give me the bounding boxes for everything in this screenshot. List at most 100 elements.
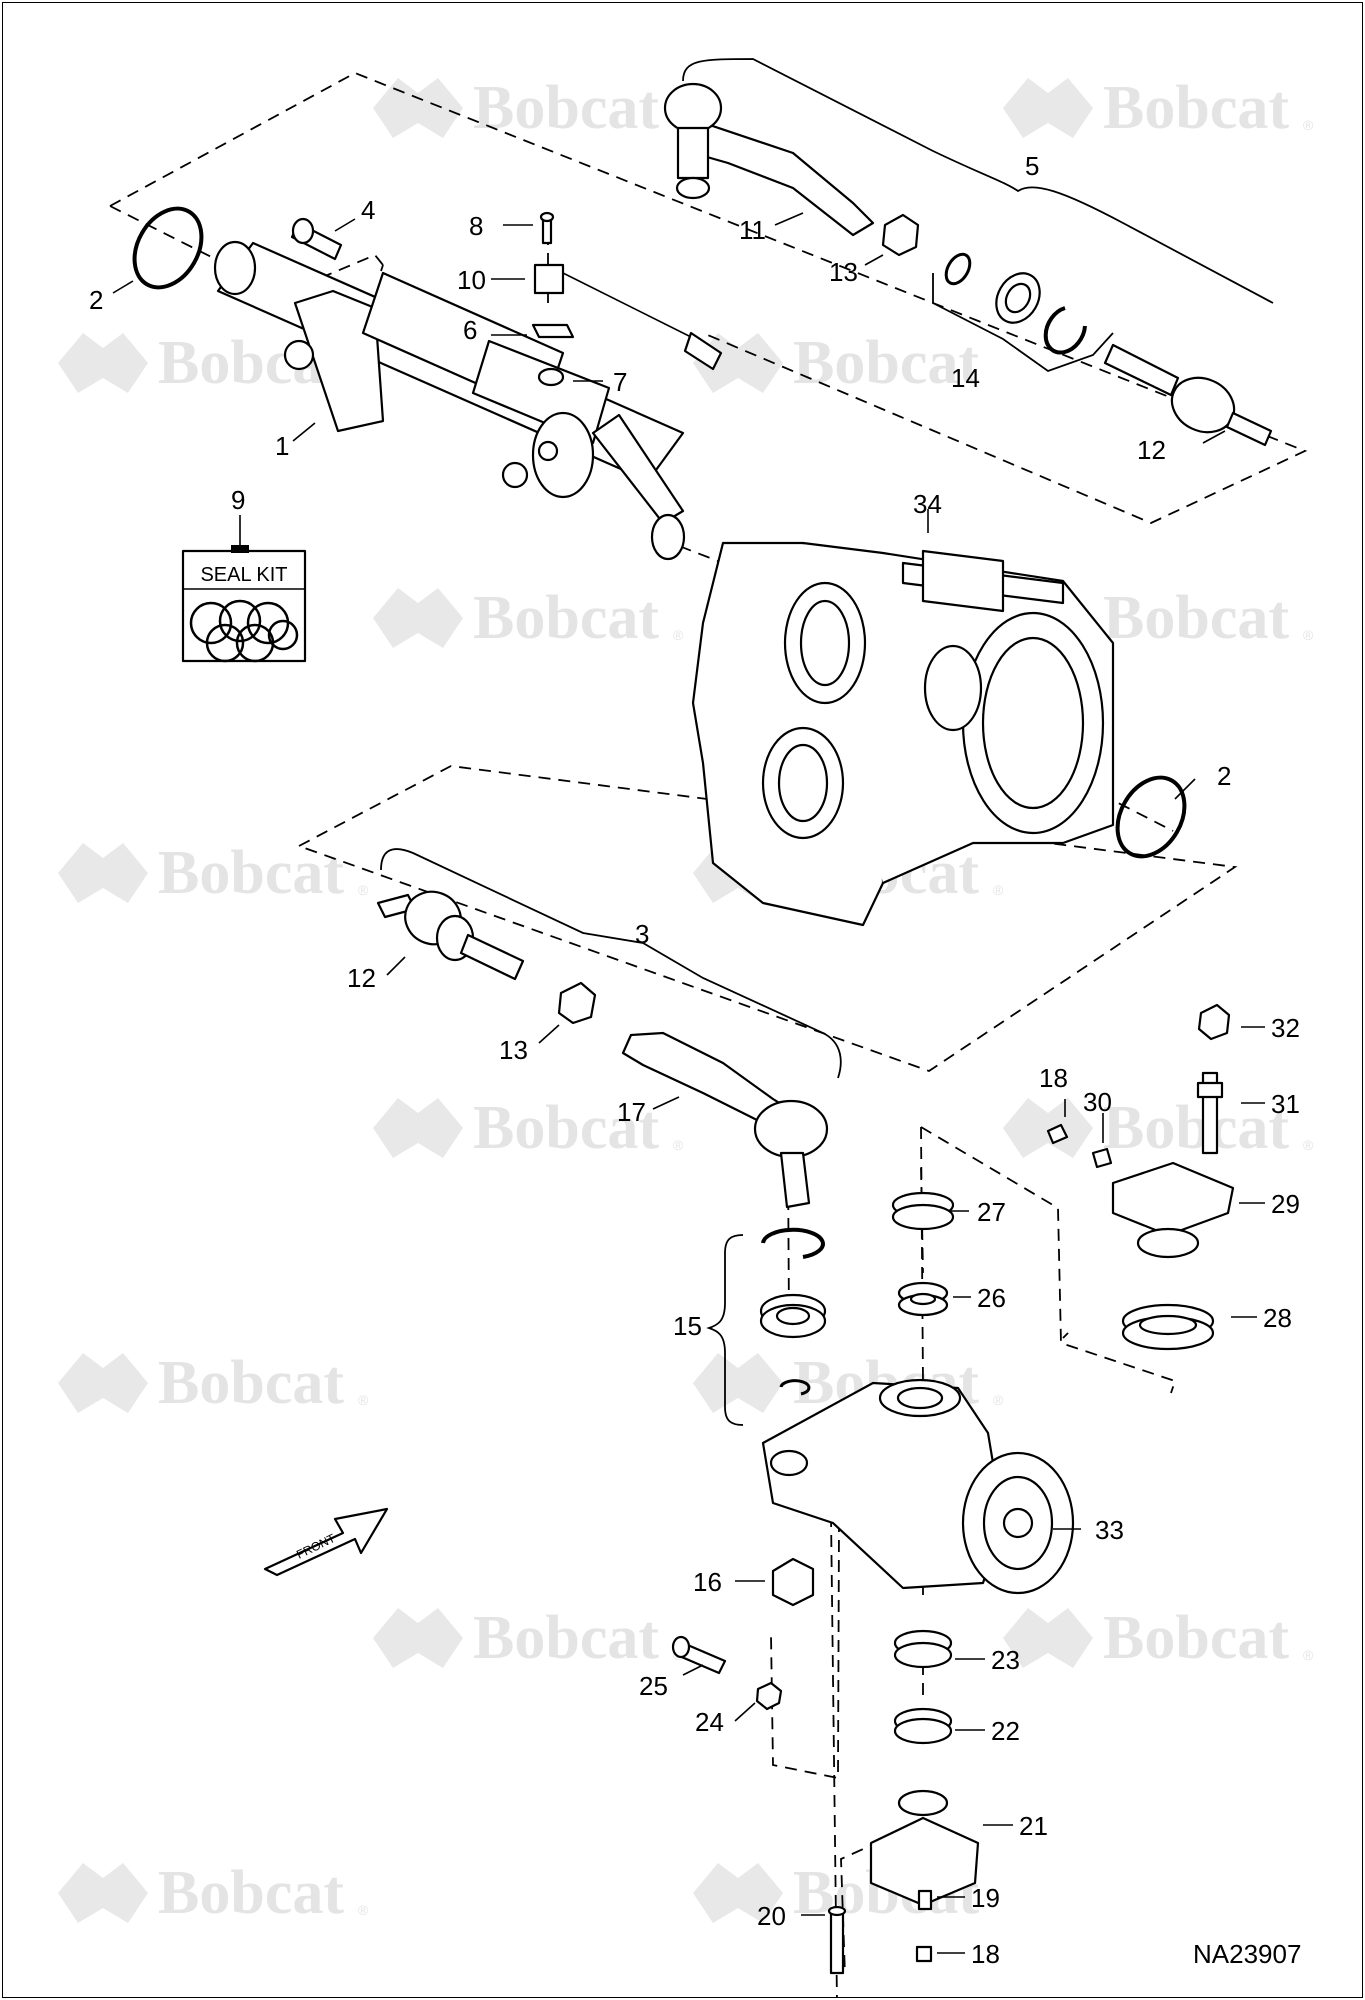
watermark-mark: ® [358, 1902, 369, 1918]
callout-9: 9 [231, 485, 245, 515]
exploded-parts-diagram: Bobcat ® Bobcat ® Bobcat Bobcat Bobcat ®… [58, 58, 1314, 1997]
watermark-text: Bobcat [1103, 584, 1289, 652]
watermark-mark: ® [358, 882, 369, 898]
bearing-stack-upper [891, 1191, 955, 1317]
watermark-mark: ® [1303, 627, 1314, 643]
watermark-text: Bobcat [1103, 1094, 1289, 1162]
bolt-4 [290, 217, 343, 261]
o-ring-lower [1115, 775, 1187, 859]
bolt-outline [770, 1519, 840, 1780]
brace-15 [706, 1234, 744, 1426]
callout-17: 17 [617, 1097, 646, 1127]
watermark-text: Bobcat [1103, 1604, 1289, 1672]
callout-4: 4 [361, 195, 375, 225]
lower-kingpin-cap [869, 1789, 980, 1907]
seal-group-14 [944, 252, 1087, 355]
axle-housing [691, 541, 1115, 927]
brace-14 [932, 273, 1114, 373]
callout-33: 33 [1095, 1515, 1124, 1545]
callout-19: 19 [971, 1883, 1000, 1913]
kingpin-cap [1111, 1161, 1235, 1351]
watermark-text: Bobcat [158, 1859, 344, 1927]
o-ring-upper [132, 206, 204, 290]
nut-16 [771, 1557, 815, 1607]
upper-assembly-outline-b [260, 253, 384, 304]
kingpin-axis [787, 1157, 924, 1703]
brace-5 [682, 58, 1274, 304]
bolt-25 [671, 1635, 727, 1675]
watermark-mark: ® [1303, 1137, 1314, 1153]
callout-3: 3 [635, 919, 649, 949]
watermark-text: Bobcat [473, 74, 659, 142]
bottom-hardware [827, 1889, 933, 1975]
callout-28: 28 [1263, 1303, 1292, 1333]
watermark-text: Bobcat [158, 839, 344, 907]
watermark-text: Bobcat [473, 1604, 659, 1672]
upper-right-hardware [1046, 1003, 1231, 1169]
callout-22: 22 [991, 1716, 1020, 1746]
callout-1: 1 [275, 431, 289, 461]
callout-29: 29 [1271, 1189, 1300, 1219]
callout-23: 23 [991, 1645, 1020, 1675]
brace-3 [380, 848, 842, 1079]
watermark-mark: ® [673, 627, 684, 643]
watermark: Bobcat ® [373, 74, 684, 142]
callout-10: 10 [457, 265, 486, 295]
watermark: Bobcat ® [58, 839, 369, 907]
callout-8: 8 [469, 211, 483, 241]
watermark: Bobcat ® [373, 584, 684, 652]
watermark-mark: ® [358, 1392, 369, 1408]
callout-6: 6 [463, 315, 477, 345]
steering-cylinder [213, 240, 686, 561]
seal-kit-rings [189, 599, 299, 663]
watermark-text: Bobcat [1103, 74, 1289, 142]
callout-31: 31 [1271, 1089, 1300, 1119]
callout-2: 2 [89, 285, 103, 315]
seal-kit-tab [231, 545, 249, 553]
callout-14: 14 [951, 363, 980, 393]
watermark-mark: ® [673, 1137, 684, 1153]
bleeder-fitting [531, 211, 723, 387]
watermark: Bobcat ® [58, 1349, 369, 1417]
watermark-text: Bobcat [473, 584, 659, 652]
callout-30: 30 [1083, 1087, 1112, 1117]
leader-lines [112, 212, 1265, 1954]
callout-13: 13 [829, 257, 858, 287]
watermark: Bobcat [693, 329, 979, 397]
callout-11: 11 [739, 215, 766, 245]
callout-34: 34 [913, 489, 942, 519]
front-arrow: FRONT [263, 1507, 389, 1577]
callout-24: 24 [695, 1707, 724, 1737]
tie-rod-end-lower [376, 890, 525, 981]
bearing-stack-lower [893, 1629, 953, 1745]
nut-24 [755, 1681, 783, 1711]
watermark-mark: ® [993, 1392, 1004, 1408]
watermark-mark: ® [1303, 117, 1314, 133]
watermark: Bobcat ® [373, 1604, 684, 1672]
drawing-code: NA23907 [1193, 1939, 1301, 1969]
callout-25: 25 [639, 1671, 668, 1701]
watermark: Bobcat ® [1003, 74, 1314, 142]
watermark: Bobcat ® [58, 1859, 369, 1927]
watermark-text: Bobcat [473, 1094, 659, 1162]
watermark-text: Bobcat [793, 329, 979, 397]
watermark: Bobcat ® [1003, 1604, 1314, 1672]
callout-18: 18 [971, 1939, 1000, 1969]
callout-18: 18 [1039, 1063, 1068, 1093]
seal-kit-label: SEAL KIT [200, 564, 287, 586]
callout-16: 16 [693, 1567, 722, 1597]
lower-assembly-outline [298, 765, 1238, 1072]
watermark: Bobcat ® [1003, 1094, 1314, 1162]
watermark-text: Bobcat [158, 1349, 344, 1417]
seal-group-15 [759, 1227, 827, 1396]
kingpin-outline [920, 1126, 1177, 1394]
tie-rod-upper [663, 82, 875, 237]
tie-rod-lower [621, 1031, 829, 1209]
callout-12: 12 [347, 963, 376, 993]
callout-2: 2 [1217, 761, 1231, 791]
callout-15: 15 [673, 1311, 702, 1341]
callout-21: 21 [1019, 1811, 1048, 1841]
callout-5: 5 [1025, 151, 1039, 181]
callout-13: 13 [499, 1035, 528, 1065]
